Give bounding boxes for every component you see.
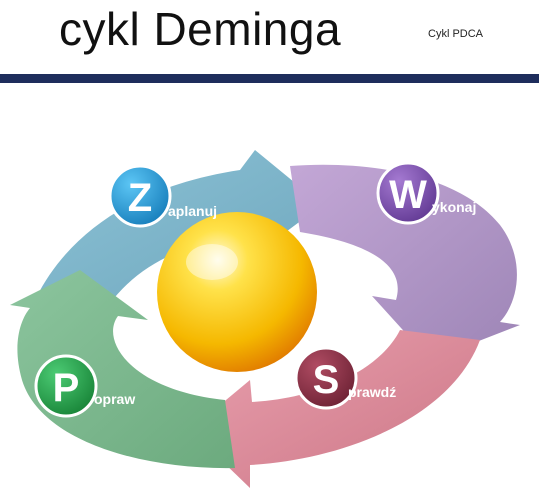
check-text: prawdź [348,384,396,400]
do-text: ykonaj [432,199,476,215]
do-badge [376,161,440,225]
page-subtitle: Cykl PDCA [428,28,484,40]
do-initial: W [389,173,427,217]
do-label: W ykonaj [376,161,476,225]
do-arrow [290,164,520,360]
plan-label: Z aplanuj [108,164,217,228]
check-arrow [190,330,480,488]
check-badge [294,346,358,410]
plan-text: aplanuj [168,203,217,219]
center-sphere [157,212,317,372]
act-text: opraw [94,391,135,407]
act-badge [34,354,98,418]
act-arrow [10,270,235,469]
act-initial: P [53,366,80,410]
title-divider [0,74,539,83]
check-initial: S [313,358,340,402]
page-title: cykl Deminga [58,3,342,55]
act-label: P opraw [34,354,135,418]
plan-arrow [36,150,322,306]
check-label: S prawdź [294,346,396,410]
sphere-highlight [186,244,238,280]
plan-badge [108,164,172,228]
plan-initial: Z [128,176,152,220]
